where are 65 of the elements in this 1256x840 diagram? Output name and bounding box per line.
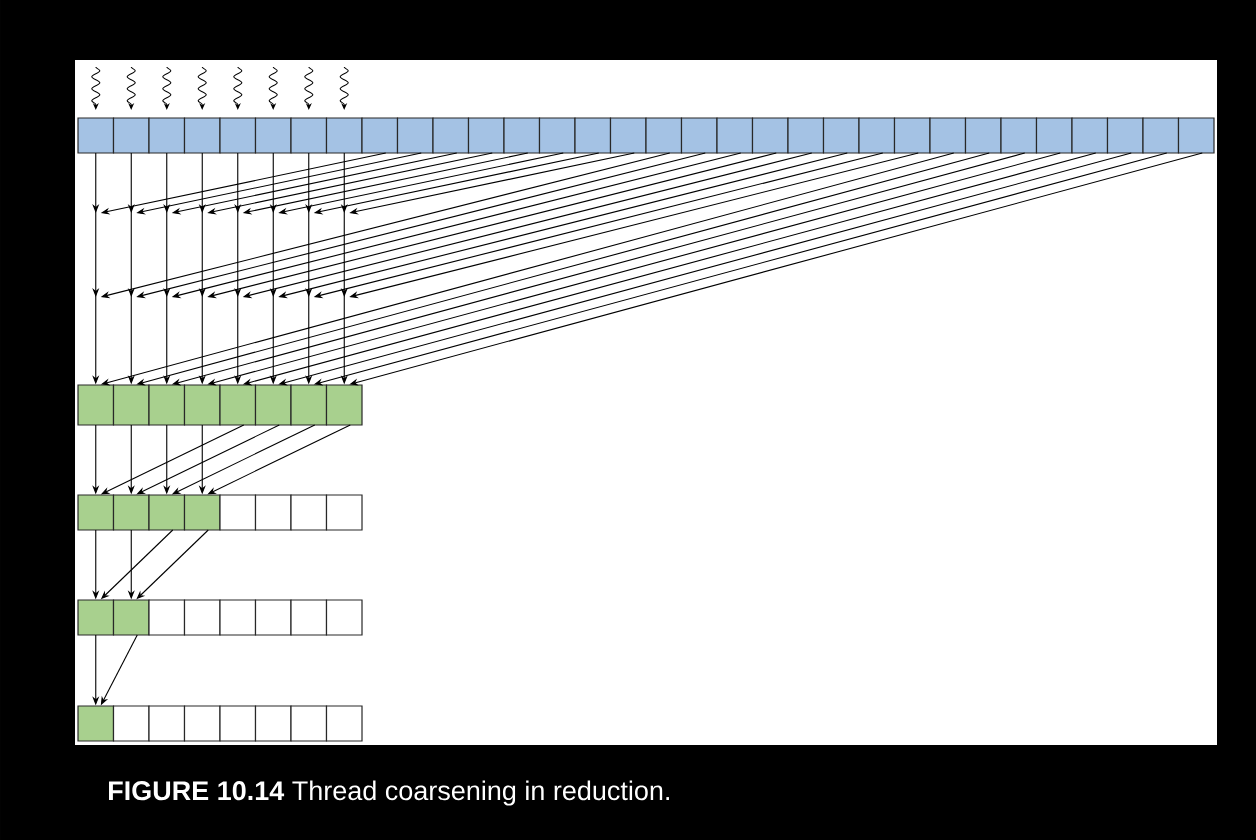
array-cell xyxy=(574,117,612,154)
array-cell xyxy=(254,384,292,426)
array-cell xyxy=(148,384,186,426)
array-cell xyxy=(1000,117,1038,154)
array-cell xyxy=(645,117,683,154)
array-cell xyxy=(290,705,328,742)
array-cell xyxy=(964,117,1002,154)
array-cell xyxy=(1071,117,1109,154)
array-cell xyxy=(1177,117,1215,154)
array-cell xyxy=(219,494,257,531)
array-cell xyxy=(112,599,150,636)
array-cell xyxy=(112,117,150,154)
array-cell xyxy=(77,494,115,531)
array-cell xyxy=(77,384,115,426)
array-cell xyxy=(112,705,150,742)
array-cell xyxy=(77,599,115,636)
array-cell xyxy=(503,117,541,154)
array-cell xyxy=(396,117,434,154)
array-cell xyxy=(290,494,328,531)
array-cell xyxy=(112,384,150,426)
array-cell xyxy=(929,117,967,154)
array-cell xyxy=(183,705,221,742)
array-cell xyxy=(361,117,399,154)
array-cell xyxy=(858,117,896,154)
array-cell xyxy=(1142,117,1180,154)
array-cell xyxy=(751,117,789,154)
array-cell xyxy=(325,705,363,742)
array-cell xyxy=(822,117,860,154)
array-cell xyxy=(893,117,931,154)
caption: FIGURE 10.14 Thread coarsening in reduction. xyxy=(109,780,669,806)
array-cell xyxy=(254,599,292,636)
array-cell xyxy=(1106,117,1144,154)
array-cell xyxy=(716,117,754,154)
array-cell xyxy=(680,117,718,154)
array-cell xyxy=(148,494,186,531)
array-cell xyxy=(219,705,257,742)
array-cell xyxy=(467,117,505,154)
array-cell xyxy=(254,494,292,531)
array-cell xyxy=(77,117,115,154)
array-cell xyxy=(148,705,186,742)
array-cell xyxy=(609,117,647,154)
array-cell xyxy=(1035,117,1073,154)
array-cell xyxy=(254,117,292,154)
array-cell xyxy=(183,494,221,531)
array-cell xyxy=(148,117,186,154)
array-cell xyxy=(219,117,257,154)
array-cell xyxy=(290,599,328,636)
array-cell xyxy=(325,599,363,636)
array-cell xyxy=(325,117,363,154)
array-cell xyxy=(148,599,186,636)
array-cell xyxy=(183,599,221,636)
array-cell xyxy=(325,384,363,426)
array-cell xyxy=(77,705,115,742)
array-cell xyxy=(290,117,328,154)
array-cell xyxy=(219,384,257,426)
array-cell xyxy=(112,494,150,531)
array-cell xyxy=(219,599,257,636)
array-cell xyxy=(538,117,576,154)
array-cell xyxy=(432,117,470,154)
array-cell xyxy=(183,117,221,154)
array-cell xyxy=(787,117,825,154)
array-cell xyxy=(325,494,363,531)
array-cell xyxy=(183,384,221,426)
array-cell xyxy=(254,705,292,742)
array-cell xyxy=(290,384,328,426)
